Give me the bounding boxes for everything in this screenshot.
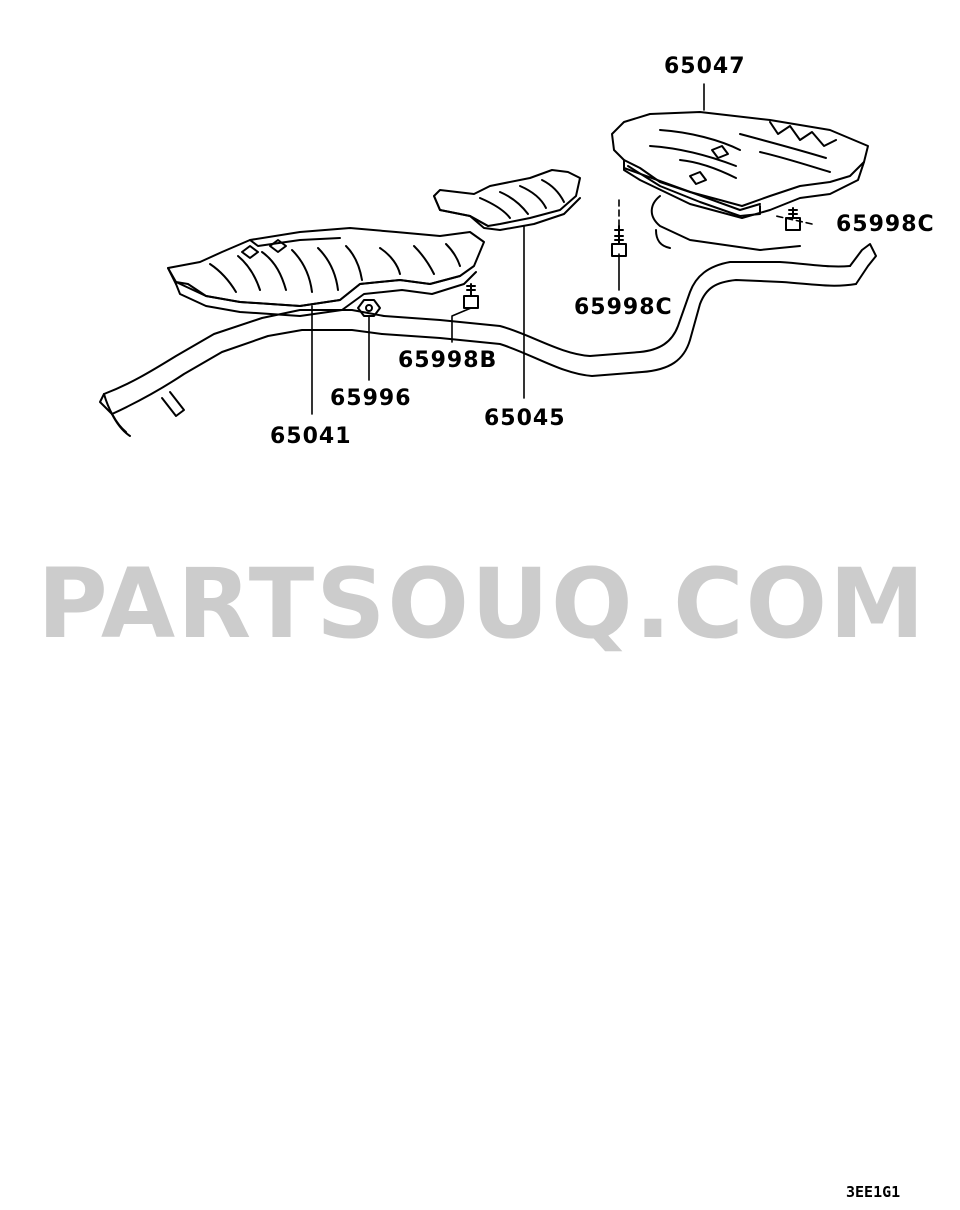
callout-65047: 65047 [664, 54, 746, 79]
nut-65996 [357, 299, 381, 317]
leader-lines [311, 83, 813, 415]
rear-heat-protector [611, 111, 869, 219]
center-heat-protector [433, 169, 581, 231]
figure-code: 3EE1G1 [846, 1183, 901, 1201]
bolt-65998B [463, 283, 479, 309]
leader-65998B [451, 307, 472, 343]
exhaust-pipe [99, 195, 877, 437]
callout-65041: 65041 [270, 424, 352, 449]
leader-65998C-right [775, 215, 813, 225]
callout-65998C-right: 65998C [836, 212, 935, 237]
front-heat-protector [167, 227, 485, 317]
callout-65998B: 65998B [398, 348, 498, 373]
bolt-65998C-left [611, 225, 627, 257]
callout-65998C-left: 65998C [574, 295, 673, 320]
bolt-65998C-right [785, 207, 801, 231]
watermark: PARTSOUQ.COM [37, 548, 927, 660]
callout-65996: 65996 [330, 386, 412, 411]
callout-65045: 65045 [484, 406, 566, 431]
